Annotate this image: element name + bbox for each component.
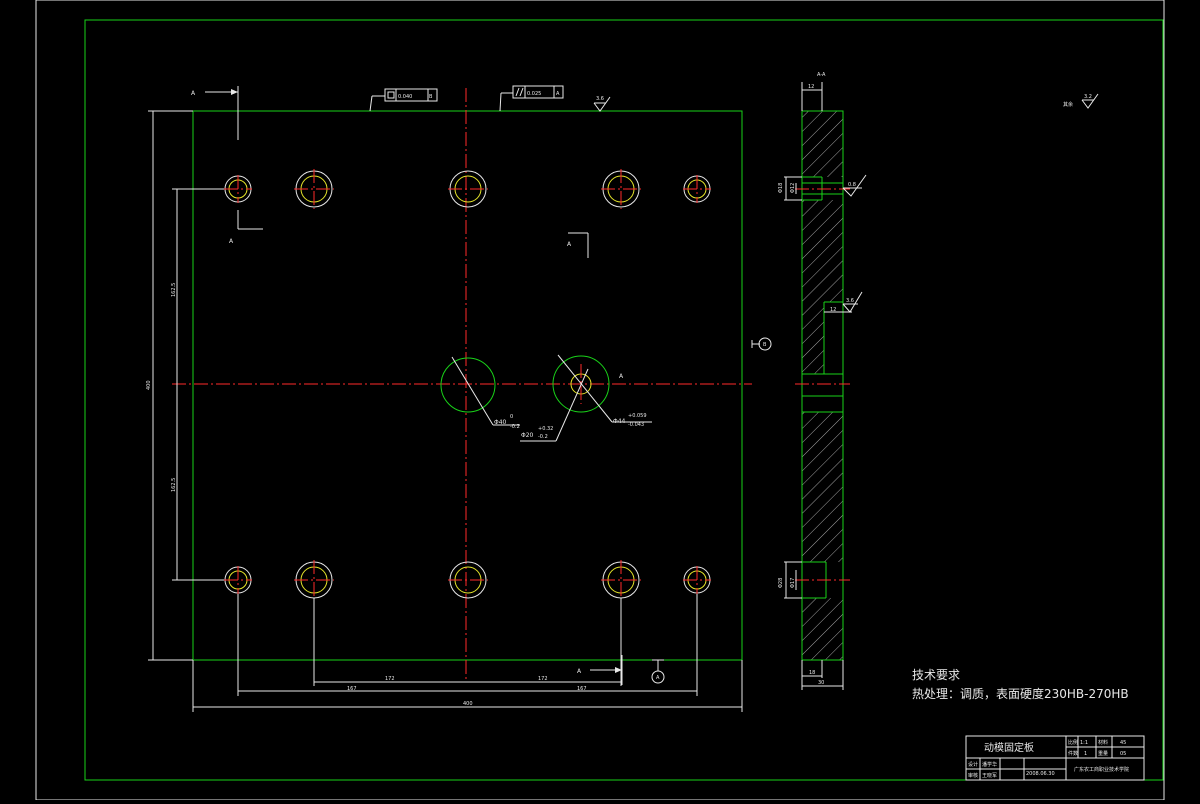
svg-text:比例: 比例 — [1068, 739, 1078, 746]
parallelism-frame: 0.025 A — [499, 85, 564, 112]
datum-a-label: A — [656, 675, 660, 681]
center-hole-d40 — [440, 357, 496, 413]
datum-b-circle — [758, 337, 772, 351]
roughness-mid: 3.6 — [846, 298, 854, 304]
dim-hole-upper-d1: Φ18 — [778, 183, 784, 193]
school-name: 广东农工商职业技术学院 — [1074, 766, 1129, 773]
svg-text:1: 1 — [1084, 751, 1087, 757]
flatness-datum: B — [429, 94, 433, 100]
inner-frame — [84, 19, 1164, 781]
dim-right-167: 167 — [577, 686, 587, 692]
svg-text:A: A — [619, 373, 624, 380]
svg-text:A: A — [191, 90, 196, 97]
roughness-top: 3.6 — [593, 96, 611, 112]
svg-text:2008.06.30: 2008.06.30 — [1026, 771, 1055, 777]
svg-text:1:1: 1:1 — [1080, 740, 1088, 746]
right-hole-d44-outer — [552, 355, 610, 413]
section-view-label: A-A — [817, 72, 826, 78]
svg-text:材料: 材料 — [1098, 739, 1108, 746]
section-markers: A A A A A — [191, 86, 624, 685]
tech-req-line1: 热处理：调质，表面硬度230HB-270HB — [912, 686, 1129, 701]
svg-text:A: A — [567, 241, 572, 248]
dim-side-12b: 12 — [830, 307, 836, 313]
dim-lower-half: 162.5 — [171, 478, 177, 492]
dim-hole-upper-d2: Φ12 — [790, 183, 796, 193]
tech-req-title: 技术要求 — [912, 668, 960, 682]
part-name: 动模固定板 — [984, 741, 1034, 754]
center-hole-tol-lower: -0.2 — [510, 424, 520, 430]
svg-text:其余: 其余 — [1063, 101, 1073, 108]
flatness-frame: 0.040 B — [369, 88, 438, 112]
svg-text:设计: 设计 — [968, 761, 978, 768]
svg-text:3.6: 3.6 — [596, 96, 604, 102]
right-hole-tol-upper: +0.059 — [628, 413, 647, 419]
roughness-general: 3.2 其余 — [1063, 93, 1099, 109]
right-hole-label: Φ44 — [613, 418, 626, 425]
svg-text:审核: 审核 — [968, 772, 978, 779]
svg-text:重量: 重量 — [1098, 750, 1108, 757]
section-view: A-A 12 18 30 12 Φ18 Φ12 Φ28 — [778, 72, 867, 690]
mid-hole-tol-lower: -0.2 — [538, 434, 548, 440]
center-hole-tol-upper: 0 — [510, 414, 513, 420]
roughness-small: 0.8 — [848, 182, 856, 188]
outer-frame — [35, 0, 1165, 801]
mid-hole-label: Φ20 — [521, 432, 534, 439]
horizontal-dimensions: 172 172 167 167 400 — [192, 594, 743, 712]
dim-right-172: 172 — [538, 676, 548, 682]
dim-side-18: 18 — [809, 670, 815, 676]
datum-a-circle — [651, 670, 665, 684]
svg-text:王晓军: 王晓军 — [982, 772, 997, 779]
dim-hole-lower-d1: Φ28 — [778, 578, 784, 588]
svg-text:潘学华: 潘学华 — [982, 761, 997, 768]
dim-side-30: 30 — [818, 680, 824, 686]
svg-text:3.2: 3.2 — [1084, 94, 1092, 100]
dim-height-total: 400 — [146, 380, 152, 390]
parallelism-datum: A — [556, 91, 560, 97]
dim-left-167: 167 — [347, 686, 357, 692]
svg-text:45: 45 — [1120, 740, 1126, 746]
right-hole-tol-lower: -0.043 — [628, 422, 644, 428]
dim-side-12: 12 — [808, 84, 814, 90]
vertical-dimensions: 400 162.5 162.5 — [146, 110, 224, 661]
dim-width-total: 400 — [463, 701, 473, 707]
dim-hole-lower-d2: Φ17 — [790, 578, 796, 588]
svg-text:A: A — [229, 238, 234, 245]
title-block: 动模固定板 比例 1:1 材料 45 件数 1 重量 05 设计 潘学华 审核 … — [965, 735, 1145, 781]
flatness-tolerance: 0.040 — [398, 94, 412, 100]
dim-left-172: 172 — [385, 676, 395, 682]
top-hole-row — [224, 169, 711, 209]
svg-text:05: 05 — [1120, 751, 1126, 757]
dim-upper-half: 162.5 — [171, 283, 177, 297]
datum-b-label: B — [763, 342, 767, 348]
svg-text:A: A — [577, 668, 582, 675]
main-plate-outline — [192, 110, 743, 661]
bottom-hole-row — [224, 560, 711, 600]
parallelism-tolerance: 0.025 — [527, 91, 541, 97]
mid-hole-tol-upper: +0.32 — [538, 426, 553, 432]
center-hole-label: Φ40 — [494, 419, 507, 426]
svg-text:件数: 件数 — [1068, 750, 1078, 757]
